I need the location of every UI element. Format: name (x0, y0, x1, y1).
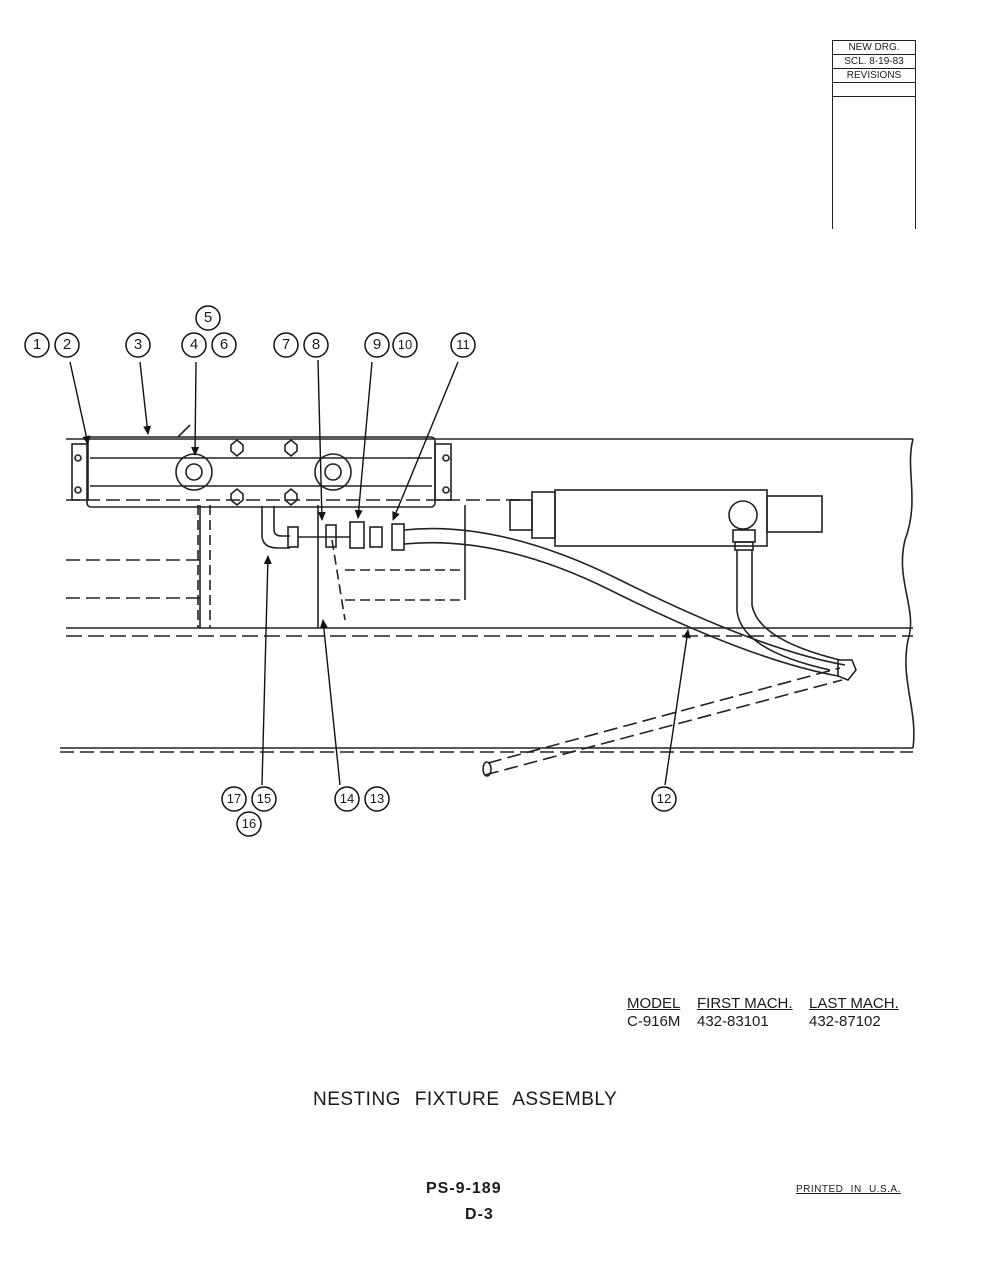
callout-13: 13 (369, 791, 385, 806)
callout-15: 15 (256, 791, 272, 806)
revision-scl-date: SCL. 8-19-83 (833, 55, 915, 69)
clamp-pad-right (314, 453, 352, 491)
callout-14: 14 (339, 791, 355, 806)
model-table-header: MODEL FIRST MACH. LAST MACH. (627, 995, 909, 1013)
clamp-pad-left (175, 453, 213, 491)
callout-4: 4 (189, 336, 199, 353)
callout-2: 2 (62, 336, 72, 353)
callout-9: 9 (372, 336, 382, 353)
callout-1: 1 (32, 336, 42, 353)
printed-notice: PRINTED IN U.S.A. (796, 1184, 901, 1195)
revision-blank-row (833, 83, 915, 97)
revision-new-drg: NEW DRG. (833, 41, 915, 55)
callout-6: 6 (219, 336, 229, 353)
drawing-title: NESTING FIXTURE ASSEMBLY (313, 1089, 618, 1110)
cylinder (554, 489, 768, 547)
revision-block: NEW DRG. SCL. 8-19-83 REVISIONS (832, 40, 916, 229)
callout-3: 3 (133, 336, 143, 353)
model-value: C-916M (627, 1013, 681, 1030)
callout-11: 11 (456, 337, 470, 352)
callout-12: 12 (656, 791, 672, 806)
callout-7: 7 (281, 336, 291, 353)
hose (403, 527, 846, 666)
last-mach-header: LAST MACH. (809, 995, 899, 1012)
model-table-row: C-916M 432-83101 432-87102 (627, 1013, 909, 1031)
callout-5: 5 (203, 309, 213, 326)
model-table: MODEL FIRST MACH. LAST MACH. C-916M 432-… (627, 995, 909, 1031)
callout-10: 10 (397, 337, 413, 352)
first-mach-value: 432-83101 (697, 1013, 769, 1030)
revisions-header: REVISIONS (833, 69, 915, 83)
first-mach-header: FIRST MACH. (697, 995, 793, 1012)
page-subreference: D-3 (465, 1206, 494, 1223)
last-mach-value: 432-87102 (809, 1013, 881, 1030)
model-header: MODEL (627, 995, 681, 1012)
callout-16: 16 (241, 816, 257, 831)
page-reference: PS-9-189 (426, 1180, 502, 1197)
clamp-body (86, 436, 436, 508)
callout-17: 17 (226, 791, 242, 806)
callout-8: 8 (311, 336, 321, 353)
